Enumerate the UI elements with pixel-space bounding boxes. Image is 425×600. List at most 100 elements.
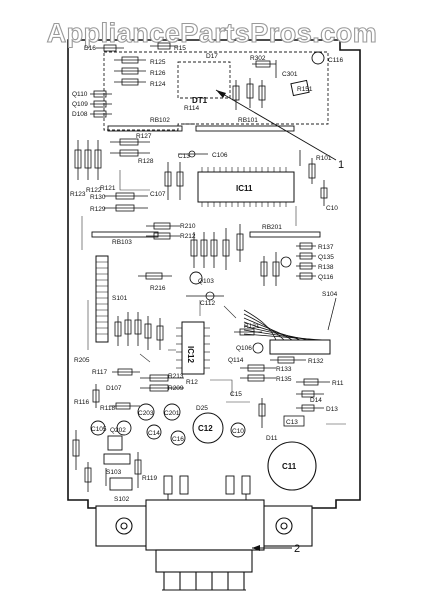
d11-label: D11 <box>266 435 278 442</box>
c11-capacitor <box>267 441 317 491</box>
c10b-label: C10 <box>232 428 244 435</box>
q114-label: Q114 <box>228 357 244 364</box>
q116-label: Q116 <box>318 274 334 281</box>
c107-label: C107 <box>150 191 166 198</box>
r128-label: R128 <box>138 158 154 165</box>
s102-connector <box>109 477 133 491</box>
c112-label: C112 <box>200 300 215 307</box>
r117-label: R117 <box>92 369 107 376</box>
d11-c13-parts <box>258 398 305 428</box>
r101-c10-parts <box>299 150 328 206</box>
transformer <box>95 499 313 591</box>
left-bottom-parts <box>72 430 142 492</box>
c12-label: C12 <box>198 424 213 433</box>
c13-c107-parts <box>164 162 184 200</box>
r135-label: R135 <box>276 376 292 383</box>
r127-r128-resistors <box>110 138 150 157</box>
q110-label: Q110 <box>72 91 88 98</box>
r133-label: R133 <box>276 366 292 373</box>
s102-label: S102 <box>114 496 130 503</box>
q135-transistor <box>280 256 292 268</box>
c11-label: C11 <box>282 462 297 471</box>
rb101-label: RB101 <box>238 117 258 124</box>
r124-label: R124 <box>150 81 166 88</box>
top-resistor-group <box>90 42 277 118</box>
q106-transistor <box>252 342 264 354</box>
left-vertical-resistors <box>74 140 102 180</box>
s103-connector <box>103 453 131 465</box>
board-traces <box>81 170 346 425</box>
s104-leader <box>327 297 337 331</box>
r122-label: R122 <box>86 187 102 194</box>
r101-label: R101 <box>316 155 332 162</box>
transformer-terminals <box>163 475 251 500</box>
ic11-pins <box>201 167 287 207</box>
q103-label: Q103 <box>198 278 214 285</box>
c106-capacitor <box>188 150 196 158</box>
left-middle-resistors <box>92 312 184 410</box>
right-resistor-column <box>260 242 316 286</box>
ic11-label: IC11 <box>236 184 253 193</box>
dt1-label: DT1 <box>192 96 208 105</box>
r209-label: R209 <box>168 385 184 392</box>
s104-wire-bundle <box>243 309 325 341</box>
c13b-label: C13 <box>286 419 298 426</box>
c105-capacitor <box>90 420 106 436</box>
r302-label: R302 <box>250 55 266 62</box>
d107-label: D107 <box>106 385 122 392</box>
s104-connector <box>269 339 331 355</box>
c10-label: C10 <box>326 205 338 212</box>
q103-transistor <box>189 271 203 285</box>
q109-label: Q109 <box>72 101 88 108</box>
mid-right-parts <box>234 328 330 412</box>
c16-label: C16 <box>172 436 184 443</box>
r121-label: R121 <box>100 185 116 192</box>
r210-label: R210 <box>180 223 196 230</box>
c16-capacitor <box>170 430 186 446</box>
q106-label: Q106 <box>236 345 252 352</box>
r12-label: R12 <box>186 379 198 386</box>
r216-resistor <box>138 272 172 280</box>
callout-2-label: 2 <box>294 543 300 555</box>
d108-label: D108 <box>72 111 88 118</box>
r213-label: R213 <box>168 373 184 380</box>
rb102-label: RB102 <box>150 117 170 124</box>
callout-1-label: 1 <box>338 159 344 171</box>
c107b-capacitor <box>116 420 132 436</box>
board-outline <box>67 39 361 509</box>
callout-1-arrowhead <box>216 90 226 98</box>
r15-label: R15 <box>174 45 186 52</box>
c203-label: C203 <box>138 410 154 417</box>
r210-r212-resistors <box>146 222 180 240</box>
d13-label: D13 <box>326 406 338 413</box>
r216-label: R216 <box>150 285 166 292</box>
c10b-capacitor <box>230 422 246 438</box>
r138-label: R138 <box>318 264 334 271</box>
r123-label: R123 <box>70 191 86 198</box>
left-connector-strip <box>95 255 109 343</box>
watermark-text: AppliancePartsPros.com <box>47 18 378 48</box>
r151-component <box>290 79 310 97</box>
c116-capacitor <box>311 51 325 65</box>
s101-label: S101 <box>112 295 128 302</box>
dt1-dashed-region <box>103 51 329 131</box>
r129-label: R129 <box>90 206 106 213</box>
r212-label: R212 <box>180 233 196 240</box>
center-vertical-resistors <box>190 224 244 270</box>
rb101-network <box>195 125 295 132</box>
rb201-label: RB201 <box>262 224 282 231</box>
dt1-chip-outline <box>177 61 231 99</box>
r125-label: R125 <box>150 59 166 66</box>
c14-capacitor <box>146 424 162 440</box>
rb102-network <box>107 125 183 132</box>
r131-label: R131 <box>244 323 260 330</box>
r116-label: R116 <box>74 399 89 406</box>
c12-capacitor <box>192 412 224 444</box>
c301-label: C301 <box>282 71 298 78</box>
d25-label: D25 <box>196 405 208 412</box>
r151-label: R151 <box>297 86 313 93</box>
rb201-network <box>249 231 321 238</box>
left-connector-pins <box>96 261 108 335</box>
r137-label: R137 <box>318 244 334 251</box>
q202-label: Q202 <box>110 427 126 434</box>
